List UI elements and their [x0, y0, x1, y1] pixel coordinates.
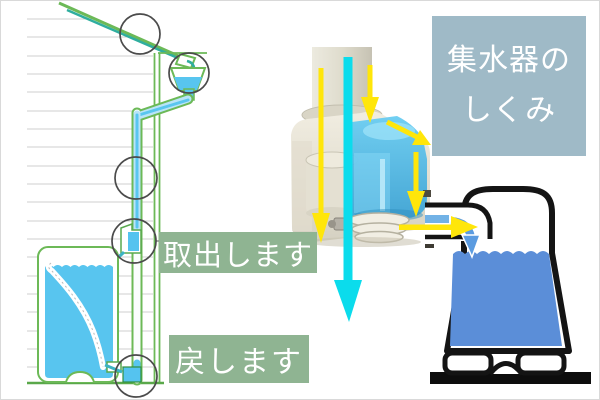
takeout-label: 取出します	[159, 232, 317, 273]
flow-arrows	[312, 57, 478, 322]
main-flow-down-arrow-icon	[334, 57, 362, 322]
tank-water	[45, 265, 113, 378]
title-line-1: 集水器の	[447, 44, 571, 77]
highlight-circle-takeout	[111, 218, 157, 264]
highlight-circle-gutter	[119, 13, 161, 55]
return-label-text: 戻します	[175, 346, 303, 379]
rain-barrel-tank	[37, 246, 119, 383]
highlight-circle-return	[114, 354, 158, 398]
collector-funnel	[169, 67, 207, 101]
title-box: 集水器の しくみ	[432, 16, 586, 156]
title-line-2: しくみ	[461, 94, 557, 127]
filter-down-arrow-icon	[407, 152, 425, 217]
rainwater-down-arrow-icon	[312, 68, 330, 243]
into-filter-arrow-icon	[385, 119, 431, 145]
inflow-down-arrow-icon	[361, 65, 379, 123]
return-label: 戻します	[169, 335, 309, 383]
barrel-feet	[442, 350, 567, 376]
collector-photo	[291, 47, 434, 248]
to-barrel-arrow-icon	[399, 216, 478, 238]
storage-barrel-illustration	[425, 186, 591, 384]
house-diagram	[27, 1, 210, 398]
highlight-circle-funnel	[168, 52, 210, 94]
highlight-circle-downspout	[114, 156, 158, 200]
takeout-label-text: 取出します	[162, 239, 313, 272]
barrel-water	[450, 251, 562, 346]
